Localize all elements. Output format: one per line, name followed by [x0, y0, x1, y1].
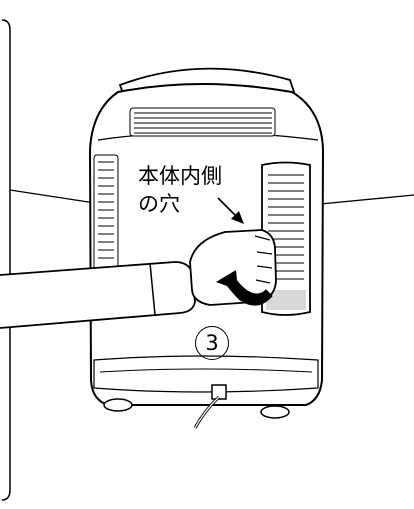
step-number-badge: 3 — [195, 326, 229, 360]
bracket-frame — [1, 19, 11, 501]
foot-right — [260, 405, 290, 419]
leader-line-right — [309, 194, 414, 206]
cord-outlet — [211, 384, 227, 400]
annotation-label-line2: の穴 — [138, 192, 180, 216]
base — [93, 355, 319, 393]
pointer-arrow — [217, 197, 239, 219]
foot-left — [103, 398, 133, 412]
hand — [189, 229, 277, 306]
top-grille — [129, 107, 276, 137]
leader-line-left — [9, 189, 96, 204]
annotation-label-line1: 本体内側 — [138, 164, 222, 188]
right-vent — [268, 174, 304, 280]
left-vent — [93, 154, 119, 271]
